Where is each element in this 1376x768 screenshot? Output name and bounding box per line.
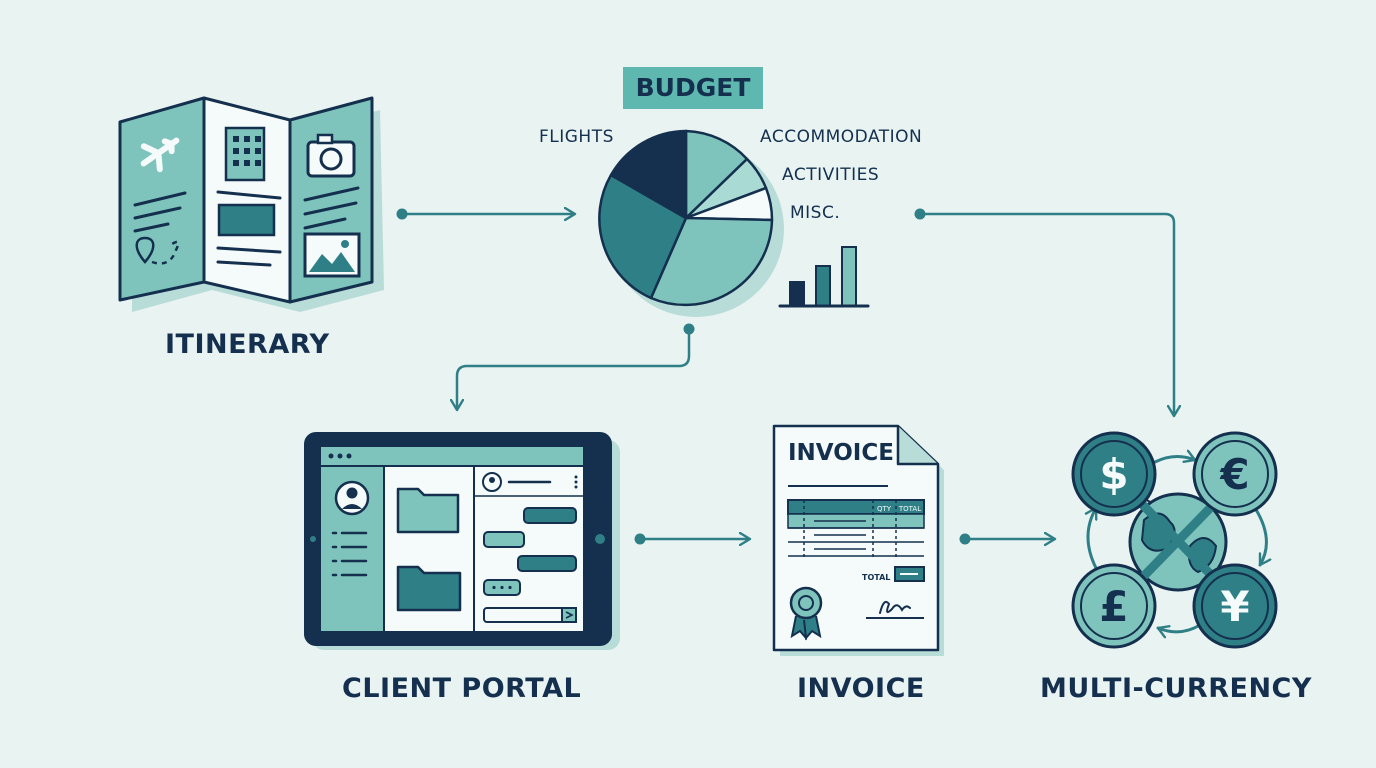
chat-bubble: [483, 531, 525, 548]
pound-coin: [1071, 563, 1157, 649]
yen-symbol: ¥: [1220, 582, 1249, 631]
multi-currency-icon: $ € £ ¥: [1071, 431, 1278, 649]
invoice-col-qty: QTY: [877, 505, 892, 513]
legend-activities: ACTIVITIES: [782, 165, 880, 185]
signature-icon: [866, 600, 924, 619]
hotel-building-icon: [224, 126, 266, 182]
mini-bar-chart-icon: [778, 246, 870, 308]
client-portal-label: CLIENT PORTAL: [342, 673, 582, 704]
invoice-col-total: TOTAL: [898, 505, 921, 513]
invoice-total-label: TOTAL: [862, 573, 890, 582]
budget-pie-chart: [598, 129, 784, 317]
airplane-icon: [140, 137, 180, 173]
euro-symbol: €: [1219, 450, 1249, 499]
landscape-photo-icon: [303, 232, 361, 278]
folder-icon: [396, 565, 462, 612]
connector-invoice-to-multicurrency: [959, 534, 1056, 545]
invoice-label: INVOICE: [797, 673, 925, 704]
client-portal-tablet-icon: [304, 432, 620, 650]
pie-slice-large: [649, 216, 774, 307]
connector-client-portal-to-invoice: [634, 534, 751, 545]
yen-coin: [1192, 563, 1278, 649]
legend-accommodation: ACCOMMODATION: [760, 127, 923, 147]
dollar-coin: [1071, 431, 1157, 517]
legend-flights: FLIGHTS: [539, 127, 614, 147]
chat-bubble: [517, 555, 577, 572]
exchange-cycle-arrows: [1088, 456, 1266, 631]
pie-slice-flights: [609, 129, 688, 220]
map-pin-icon: [135, 236, 180, 265]
chat-bubble: [523, 507, 577, 524]
connector-budget-to-multicurrency: [914, 208, 1175, 417]
pound-symbol: £: [1099, 582, 1128, 631]
award-seal-icon: [789, 586, 823, 641]
invoice-document-icon: [772, 424, 944, 656]
pie-slice-accommodation: [684, 129, 749, 220]
connector-itinerary-to-budget: [396, 209, 576, 220]
itinerary-label: ITINERARY: [165, 329, 330, 360]
exchange-cross-arrows: [1135, 497, 1221, 585]
itinerary-brochure-icon: [118, 96, 384, 312]
dollar-symbol: $: [1099, 450, 1128, 499]
legend-misc: MISC.: [790, 203, 841, 223]
multi-currency-label: MULTI-CURRENCY: [1040, 673, 1312, 704]
connector-budget-to-client-portal: [457, 323, 695, 411]
camera-icon: [306, 133, 356, 178]
folder-icon: [396, 487, 460, 534]
user-avatar-icon: [334, 480, 370, 516]
budget-title: BUDGET: [623, 67, 763, 109]
invoice-doc-title: INVOICE: [788, 440, 894, 466]
euro-coin: [1192, 431, 1278, 517]
